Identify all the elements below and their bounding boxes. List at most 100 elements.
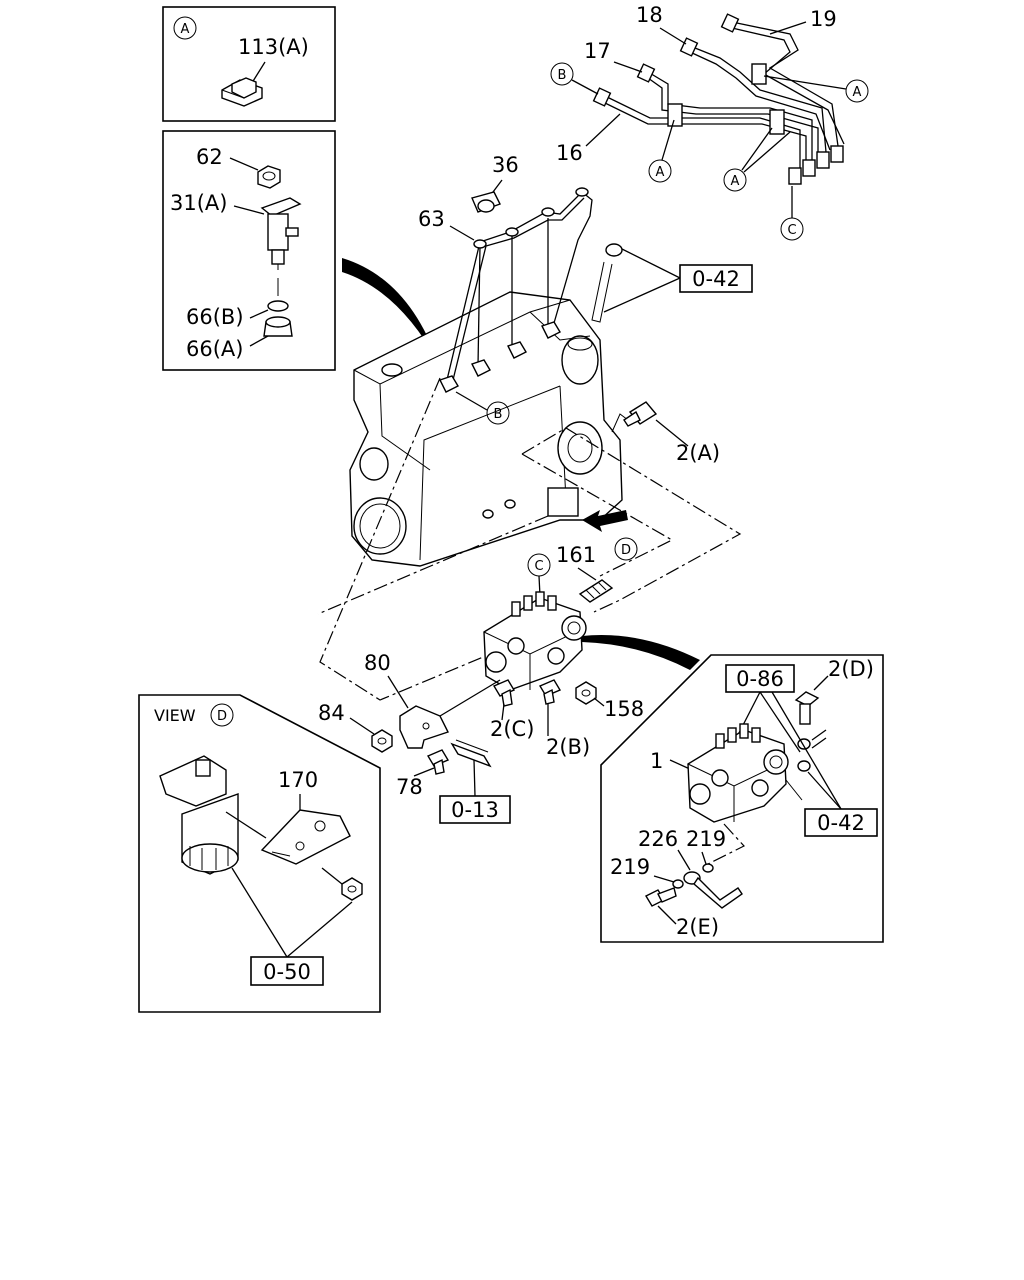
inset-view-d-frame [138, 694, 381, 1013]
svg-text:A: A [656, 165, 665, 180]
svg-text:0-86: 0-86 [736, 667, 784, 691]
inset-a-callout-circle [173, 16, 197, 40]
part-label-170: 170 [278, 768, 318, 792]
part-label-226: 226 [638, 827, 678, 851]
injection-pump-detail [687, 723, 789, 823]
callout-arrow-pump [582, 635, 700, 670]
pipe-clamp [769, 109, 785, 135]
callout-d [614, 537, 638, 561]
callout-a-lines-mid [723, 168, 747, 192]
svg-text:A: A [853, 85, 862, 100]
engine-cover-plate [353, 497, 407, 555]
part-label-62: 62 [196, 145, 223, 169]
part-label-18: 18 [636, 3, 663, 27]
injector-part-31a [260, 197, 302, 296]
washer-part [797, 760, 811, 772]
bolt-part-2a [623, 401, 658, 427]
connecting-rod-part [450, 739, 492, 768]
part-label-2d: 2(D) [828, 657, 874, 681]
mounting-guide-line [521, 427, 742, 613]
part-label-2b: 2(B) [546, 735, 590, 759]
leak-off-pipe [445, 191, 593, 385]
svg-text:D: D [621, 543, 631, 558]
injection-pipes [592, 13, 845, 185]
part-label-1: 1 [650, 749, 663, 773]
part-label-19: 19 [810, 7, 837, 31]
inset-a-frame [162, 6, 336, 122]
callout-arrow-injector [342, 258, 438, 362]
part-label-84: 84 [318, 701, 345, 725]
nut-part-view-d [341, 877, 363, 901]
seal-part-66a [263, 316, 293, 337]
inset-injector-frame [162, 130, 336, 371]
part-label-2a: 2(A) [676, 441, 720, 465]
part-label-219-lower: 219 [610, 855, 650, 879]
engine-block [349, 291, 629, 567]
svg-text:0-50: 0-50 [263, 960, 311, 984]
part-label-36: 36 [492, 153, 519, 177]
bolt-part-2c [492, 679, 516, 707]
callout-a-lines-right [845, 79, 869, 103]
part-label-17: 17 [584, 39, 611, 63]
callout-b-lines [550, 62, 574, 86]
svg-text:0-42: 0-42 [817, 811, 865, 835]
mounting-guide-line [319, 377, 501, 701]
banjo-pipe-part-226 [683, 871, 743, 909]
inset-injector: 62 31(A) 66(B) 66(A) [162, 130, 336, 371]
part-label-80: 80 [364, 651, 391, 675]
part-label-78: 78 [396, 775, 423, 799]
part-label-113a: 113(A) [238, 35, 309, 59]
stud-part-161 [578, 579, 614, 603]
bolt-part-2b [538, 679, 562, 705]
inset-view-d: VIEW D 170 0-50 [138, 694, 381, 1013]
callout-a-lines-left [648, 159, 672, 183]
svg-text:A: A [731, 174, 740, 189]
pipe-clamp [751, 63, 767, 85]
pump-mount-flange [557, 421, 603, 475]
union-part-36 [471, 191, 501, 213]
svg-text:D: D [217, 709, 227, 724]
svg-text:VIEW: VIEW [154, 706, 196, 725]
svg-text:B: B [558, 68, 567, 83]
clip-part-113a [221, 77, 263, 107]
engine-filler-neck [561, 335, 599, 385]
part-label-158: 158 [604, 697, 644, 721]
callout-b-engine [486, 401, 510, 425]
part-label-161: 161 [556, 543, 596, 567]
svg-text:C: C [787, 223, 796, 238]
part-label-2e: 2(E) [676, 915, 719, 939]
part-label-31a: 31(A) [170, 191, 227, 215]
nut-part-84 [371, 729, 393, 753]
svg-text:C: C [534, 559, 543, 574]
inset-a-clip: A 113(A) [162, 6, 336, 122]
pipe-clamp [667, 103, 683, 127]
washer-part-219-lower [672, 879, 684, 889]
washer-part-66b [267, 300, 289, 312]
bracket-part-80 [399, 679, 501, 749]
svg-text:0-13: 0-13 [451, 798, 499, 822]
inset-pump-detail: 0-86 2(D) 1 [600, 654, 884, 943]
bolt-part-2d [794, 691, 820, 725]
part-label-219-upper: 219 [686, 827, 726, 851]
part-label-66b: 66(B) [186, 305, 244, 329]
inset-view-d-letter-circle [210, 703, 234, 727]
svg-text:B: B [494, 407, 503, 422]
pipe-end-fittings [592, 13, 844, 185]
svg-text:0-42: 0-42 [692, 267, 740, 291]
injection-pump-main [483, 591, 587, 691]
view-d-arrow [582, 510, 628, 532]
part-label-2c: 2(C) [490, 717, 534, 741]
bracket-part-170 [260, 809, 351, 865]
bolt-part-2e [645, 887, 677, 907]
breather-hose [591, 243, 623, 323]
nut-part-62 [257, 165, 281, 189]
bolt-part-78 [426, 749, 450, 775]
inset-a-letter: A [181, 22, 190, 37]
part-label-66a: 66(A) [186, 337, 243, 361]
washer-part-219-upper [702, 863, 714, 873]
leak-off-fittings [439, 187, 589, 393]
fuel-filter-assembly [159, 755, 239, 875]
part-label-63: 63 [418, 207, 445, 231]
nut-part-158 [575, 681, 597, 705]
